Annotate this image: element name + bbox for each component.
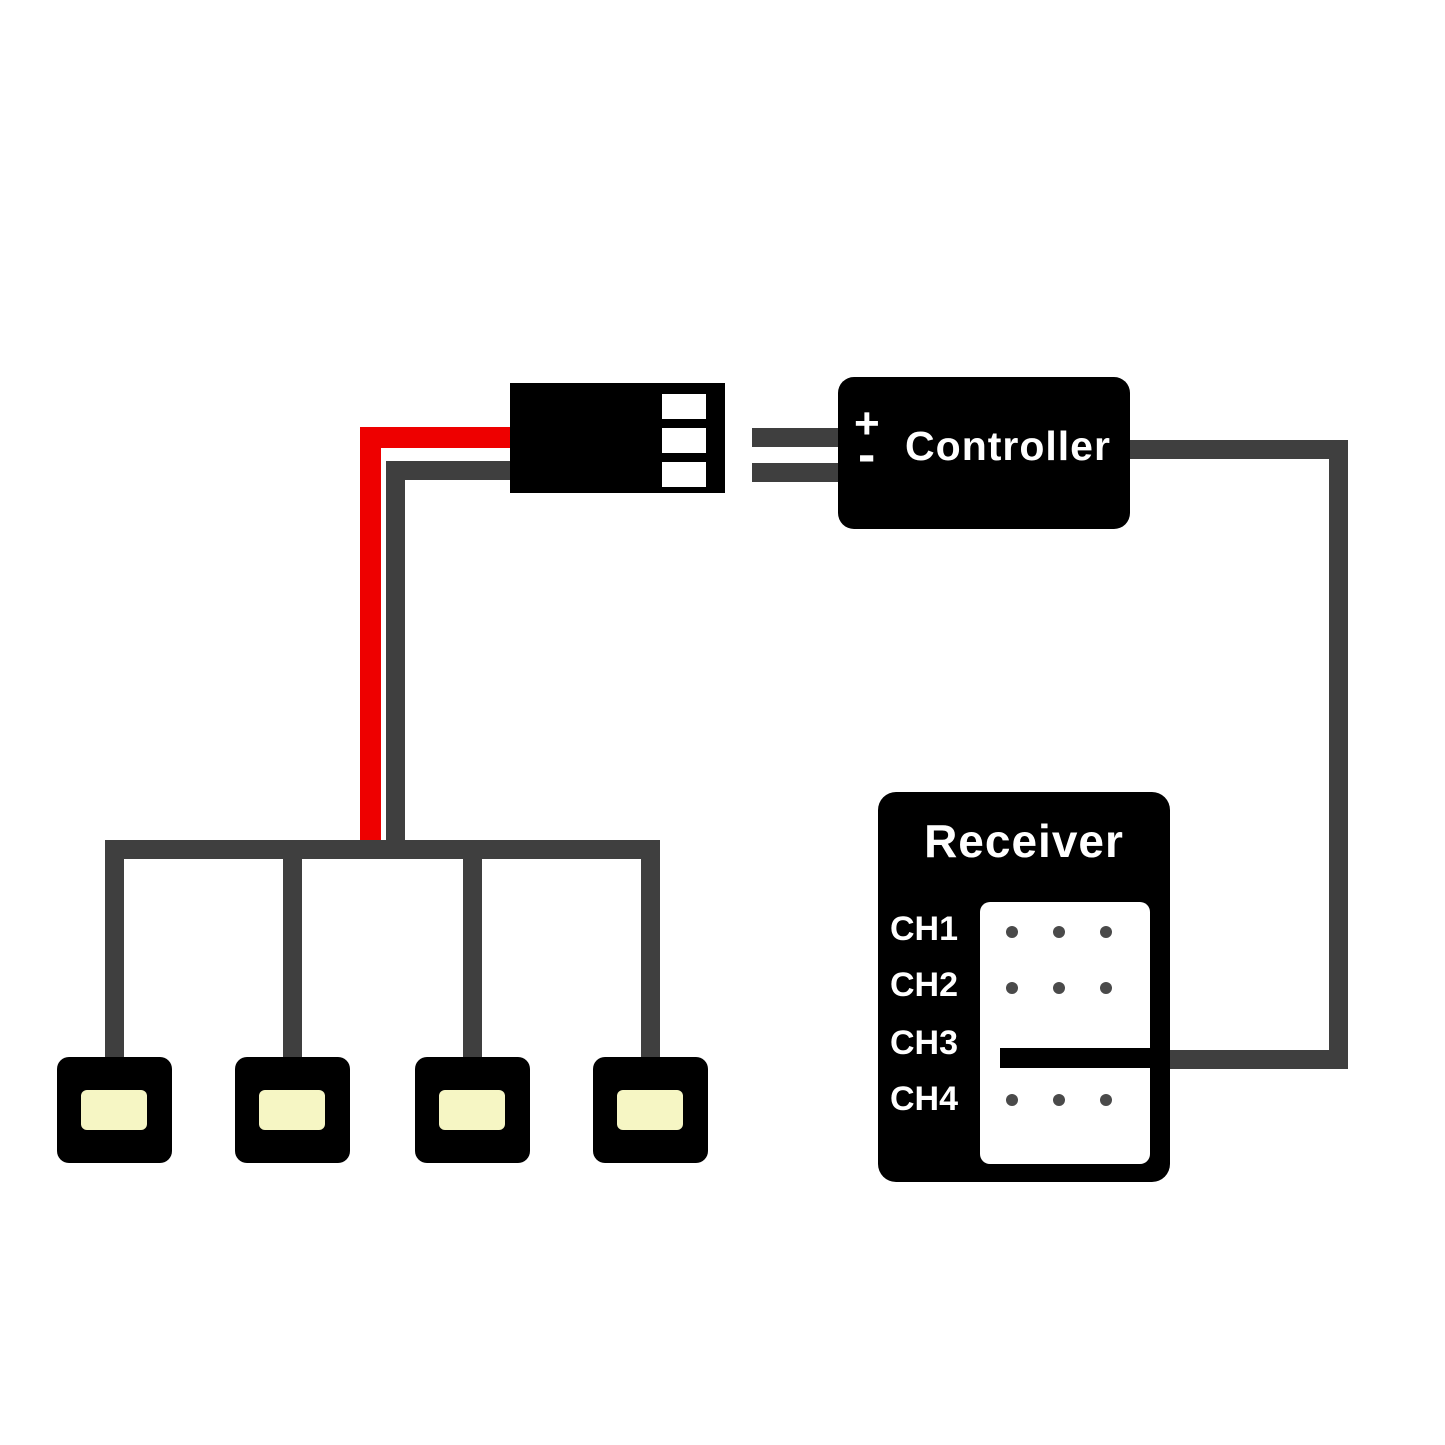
receiver-pin-panel (980, 902, 1150, 1164)
pin-dot (1053, 1094, 1065, 1106)
led-module (593, 1057, 708, 1163)
receiver-label: Receiver (924, 815, 1124, 867)
led-emitter (439, 1090, 505, 1130)
pin-dot (1053, 982, 1065, 994)
led-emitter (259, 1090, 325, 1130)
ch3-plug-bar (1000, 1048, 1150, 1068)
controller-to-receiver-top-wire (1125, 440, 1348, 459)
connector-pin (662, 428, 706, 453)
pin-dot (1006, 1094, 1018, 1106)
pin-dot (1100, 1094, 1112, 1106)
ground-wire-horizontal (386, 461, 512, 480)
connector-pin (662, 394, 706, 419)
led-emitter (81, 1090, 147, 1130)
pin-dot (1100, 982, 1112, 994)
led-module (57, 1057, 172, 1163)
minus-label: - (858, 426, 876, 484)
controller-plus-stub-wire (752, 428, 847, 447)
receiver-box: Receiver CH1 CH2 CH3 CH4 (878, 792, 1170, 1182)
led4-drop-wire (641, 840, 660, 1065)
channel-label-ch3: CH3 (890, 1024, 959, 1062)
power-wire-vertical (360, 427, 381, 858)
channel-label-ch2: CH2 (890, 966, 959, 1004)
controller-box: + - Controller (838, 377, 1130, 529)
ground-wire-vertical (386, 461, 405, 858)
channel-label-ch1: CH1 (890, 910, 959, 948)
led-bus-wire (105, 840, 660, 859)
pin-dot (1006, 926, 1018, 938)
channel-label-ch4: CH4 (890, 1080, 959, 1118)
controller-minus-stub-wire (752, 463, 847, 482)
controller-label: Controller (905, 423, 1111, 469)
led1-drop-wire (105, 840, 124, 1065)
pin-dot (1006, 982, 1018, 994)
led-module (235, 1057, 350, 1163)
pin-dot (1100, 926, 1112, 938)
led3-drop-wire (463, 840, 482, 1065)
pin-dot (1053, 926, 1065, 938)
led-module (415, 1057, 530, 1163)
plus-label: + (854, 399, 880, 448)
connector-pin (662, 462, 706, 487)
servo-connector (510, 383, 725, 493)
power-wire-horizontal (360, 427, 512, 448)
controller-to-receiver-bottom-wire (1150, 1050, 1348, 1069)
led-emitter (617, 1090, 683, 1130)
led2-drop-wire (283, 840, 302, 1065)
controller-to-receiver-vertical-wire (1329, 440, 1348, 1069)
